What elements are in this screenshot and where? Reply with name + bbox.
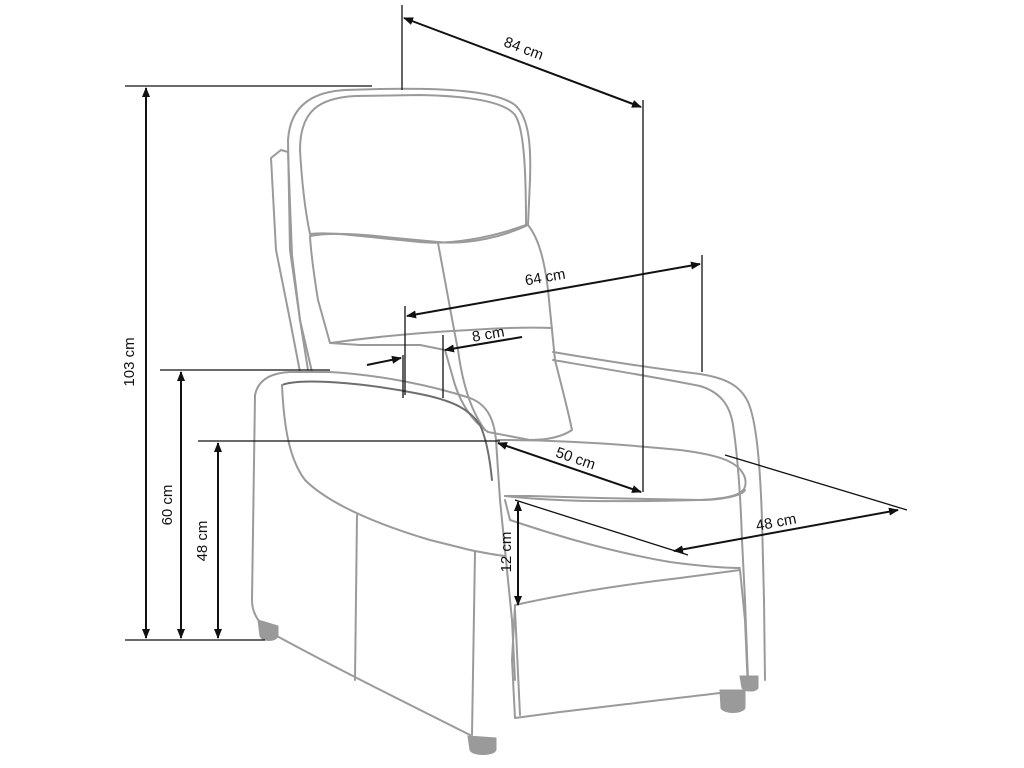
inner-width-line [406, 261, 701, 319]
total-height-label: 103 cm [121, 337, 138, 386]
right-front-leg [739, 675, 759, 692]
armrest-height-label: 60 cm [159, 485, 176, 526]
seat-front [504, 489, 746, 503]
total-depth-label: 84 cm [501, 34, 545, 64]
recliner-chair-drawing [251, 87, 766, 755]
backrest-frame [287, 87, 532, 226]
armrest-width-line-right [444, 336, 523, 353]
dimension-labels: 103 cm 60 cm 48 cm 12 cm 84 cm 64 cm 8 c… [121, 34, 798, 573]
footrest-seam [514, 609, 521, 716]
left-side-lower-seam [471, 551, 476, 736]
armrest-width-line-left [366, 355, 402, 366]
footrest-far-extension-line [724, 454, 908, 511]
lumbar-stitch [329, 326, 553, 344]
right-leg [719, 689, 746, 713]
right-armrest-inner [552, 359, 749, 681]
armrest-width-label: 8 cm [471, 323, 506, 345]
left-armrest [254, 371, 516, 681]
left-side-seam [354, 514, 358, 681]
inner-width-label: 64 cm [524, 266, 567, 290]
rear-left-leg [467, 735, 497, 755]
footrest-near-extension-line [514, 499, 689, 556]
lumbar-cushion [309, 224, 573, 441]
footrest-length-line [673, 507, 899, 554]
seat-height-label: 48 cm [194, 521, 211, 562]
dimension-lines [125, 5, 908, 641]
left-armrest-front [281, 384, 506, 557]
right-armrest [552, 351, 766, 681]
footrest-height-label: 12 cm [498, 532, 515, 573]
footrest-top [504, 499, 741, 569]
total-depth-line [403, 17, 642, 108]
seat-depth-line [497, 442, 642, 493]
headrest-cushion [299, 94, 527, 244]
back-side-panel [270, 149, 313, 373]
footrest-panel [511, 569, 749, 719]
seat-cushion [495, 439, 747, 501]
left-armrest-inner [281, 380, 493, 481]
front-left-leg [257, 619, 279, 641]
left-side-body [251, 394, 471, 736]
